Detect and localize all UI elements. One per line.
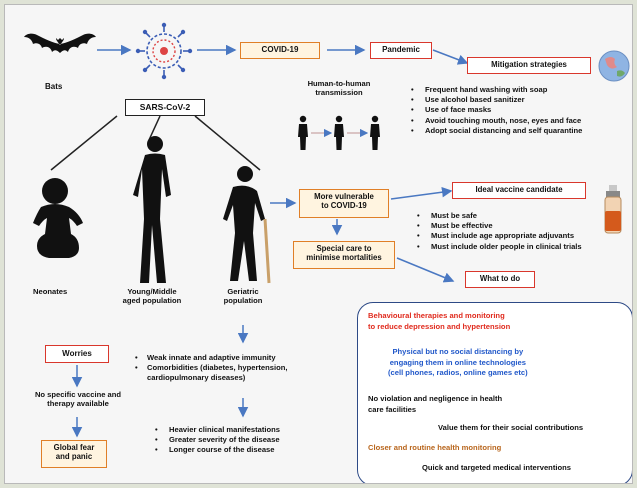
no-vaccine-line-2: therapy available <box>47 398 109 408</box>
todo-physical: Physical but no social distancing by eng… <box>388 347 528 379</box>
person-icon <box>370 115 380 150</box>
mitigation-item: Avoid touching mouth, nose, eyes and fac… <box>411 116 582 126</box>
vaccine-list: Must be safe Must be effective Must incl… <box>417 211 582 252</box>
transmission-line-1: Human-to-human <box>307 79 371 88</box>
todo-value: Value them for their social contribution… <box>438 423 584 432</box>
mitigation-item: Adopt social distancing and self quarant… <box>411 126 582 136</box>
arrow-pandemic-to-mitigation <box>432 49 469 65</box>
covid-19-box: COVID-19 <box>240 42 320 59</box>
special-care-box: Special care to minimise mortalities <box>293 241 395 269</box>
geriatric-label: Geriatric population <box>211 287 275 305</box>
todo-behavioural-line-2: to reduce depression and hypertension <box>368 321 511 331</box>
adult-icon <box>133 136 171 283</box>
immunity-item: •Weak innate and adaptive immunity <box>135 353 276 362</box>
young-line-1: Young/Middle <box>127 287 177 296</box>
geriatric-line-1: Geriatric <box>227 287 259 296</box>
bat-icon <box>24 33 96 53</box>
arrow-care-to-whattodo <box>396 257 455 283</box>
neonates-label: Neonates <box>33 287 68 296</box>
worries-box: Worries <box>45 345 109 363</box>
what-to-do-panel: Behavioural therapies and monitoring to … <box>357 302 632 483</box>
line-sars-to-young <box>148 115 161 141</box>
vulnerable-box: More vulnerable to COVID-19 <box>299 189 389 218</box>
person-icon <box>298 115 308 150</box>
clinical-item: Greater severity of the disease <box>155 435 280 445</box>
global-fear-line-2: and panic <box>55 451 93 461</box>
globe-icon <box>598 50 630 82</box>
line-sars-to-geriatric <box>194 115 261 171</box>
todo-no-violation-line-2: care facilities <box>368 404 417 414</box>
diagram-canvas: Bats SARS-CoV-2 COVID-19 Pandemic Human-… <box>4 4 633 484</box>
todo-no-violation-line-1: No violation and negligence in health <box>368 394 503 403</box>
vaccine-item: Must be effective <box>417 221 582 231</box>
immunity-list: •Weak innate and adaptive immunity •Como… <box>135 353 288 384</box>
young-label: Young/Middle aged population <box>117 287 187 305</box>
connector-layer <box>50 44 469 438</box>
special-care-line-2: minimise mortalities <box>306 252 382 262</box>
todo-physical-line-1: Physical but no social distancing by <box>392 347 524 356</box>
elderly-icon <box>223 166 271 284</box>
mitigation-item: Use alcohol based sanitizer <box>411 95 582 105</box>
bats-label: Bats <box>45 82 63 91</box>
what-to-do-box: What to do <box>465 271 535 288</box>
line-sars-to-neonates <box>50 115 118 171</box>
geriatric-line-2: population <box>223 295 263 305</box>
global-fear-box: Global fear and panic <box>41 440 107 468</box>
immunity-item: •Comorbidities (diabetes, hypertension,c… <box>135 363 288 383</box>
todo-behavioural-line-1: Behavioural therapies and monitoring <box>368 311 505 320</box>
no-vaccine-label: No specific vaccine and therapy availabl… <box>25 390 131 408</box>
todo-interventions: Quick and targeted medical interventions <box>422 463 571 472</box>
todo-physical-line-3: (cell phones, radios, online games etc) <box>388 368 528 377</box>
special-care-line-1: Special care to <box>316 244 372 253</box>
todo-no-violation: No violation and negligence in health ca… <box>368 394 502 415</box>
immunity-item-text: Comorbidities (diabetes, hypertension, <box>147 363 288 373</box>
vaccine-item: Must include age appropriate adjuvants <box>417 231 582 241</box>
no-vaccine-line-1: No specific vaccine and <box>34 390 122 399</box>
vulnerable-line-1: More vulnerable <box>314 192 374 201</box>
immunity-item-text-cont: cardiopulmonary diseases) <box>147 373 246 383</box>
arrow-vulnerable-to-vaccine <box>390 186 453 200</box>
todo-monitoring: Closer and routine health monitoring <box>368 443 502 452</box>
virus-icon <box>135 22 193 80</box>
baby-icon <box>33 178 83 258</box>
todo-physical-line-2: engaging them in online technologies <box>389 357 526 367</box>
vaccine-item: Must include older people in clinical tr… <box>417 242 582 252</box>
clinical-item: Heavier clinical manifestations <box>155 425 280 435</box>
todo-behavioural: Behavioural therapies and monitoring to … <box>368 311 510 332</box>
mitigation-title-box: Mitigation strategies <box>467 57 591 74</box>
sars-cov-2-box: SARS-CoV-2 <box>125 99 205 116</box>
clinical-item: Longer course of the disease <box>155 445 280 455</box>
person-icon <box>334 115 344 150</box>
mitigation-list: Frequent hand washing with soap Use alco… <box>411 85 582 136</box>
transmission-line-2: transmission <box>315 87 363 97</box>
vaccine-title-box: Ideal vaccine candidate <box>452 182 586 199</box>
immunity-item-text: Weak innate and adaptive immunity <box>147 353 276 362</box>
clinical-list: Heavier clinical manifestations Greater … <box>155 425 280 456</box>
transmission-label: Human-to-human transmission <box>297 79 381 97</box>
young-line-2: aged population <box>122 295 182 305</box>
pandemic-box: Pandemic <box>370 42 432 59</box>
vaccine-vial-icon <box>604 185 622 234</box>
global-fear-line-1: Global fear <box>53 443 95 452</box>
mitigation-item: Frequent hand washing with soap <box>411 85 582 95</box>
mitigation-item: Use of face masks <box>411 105 582 115</box>
vulnerable-line-2: to COVID-19 <box>321 200 367 210</box>
vaccine-item: Must be safe <box>417 211 582 221</box>
